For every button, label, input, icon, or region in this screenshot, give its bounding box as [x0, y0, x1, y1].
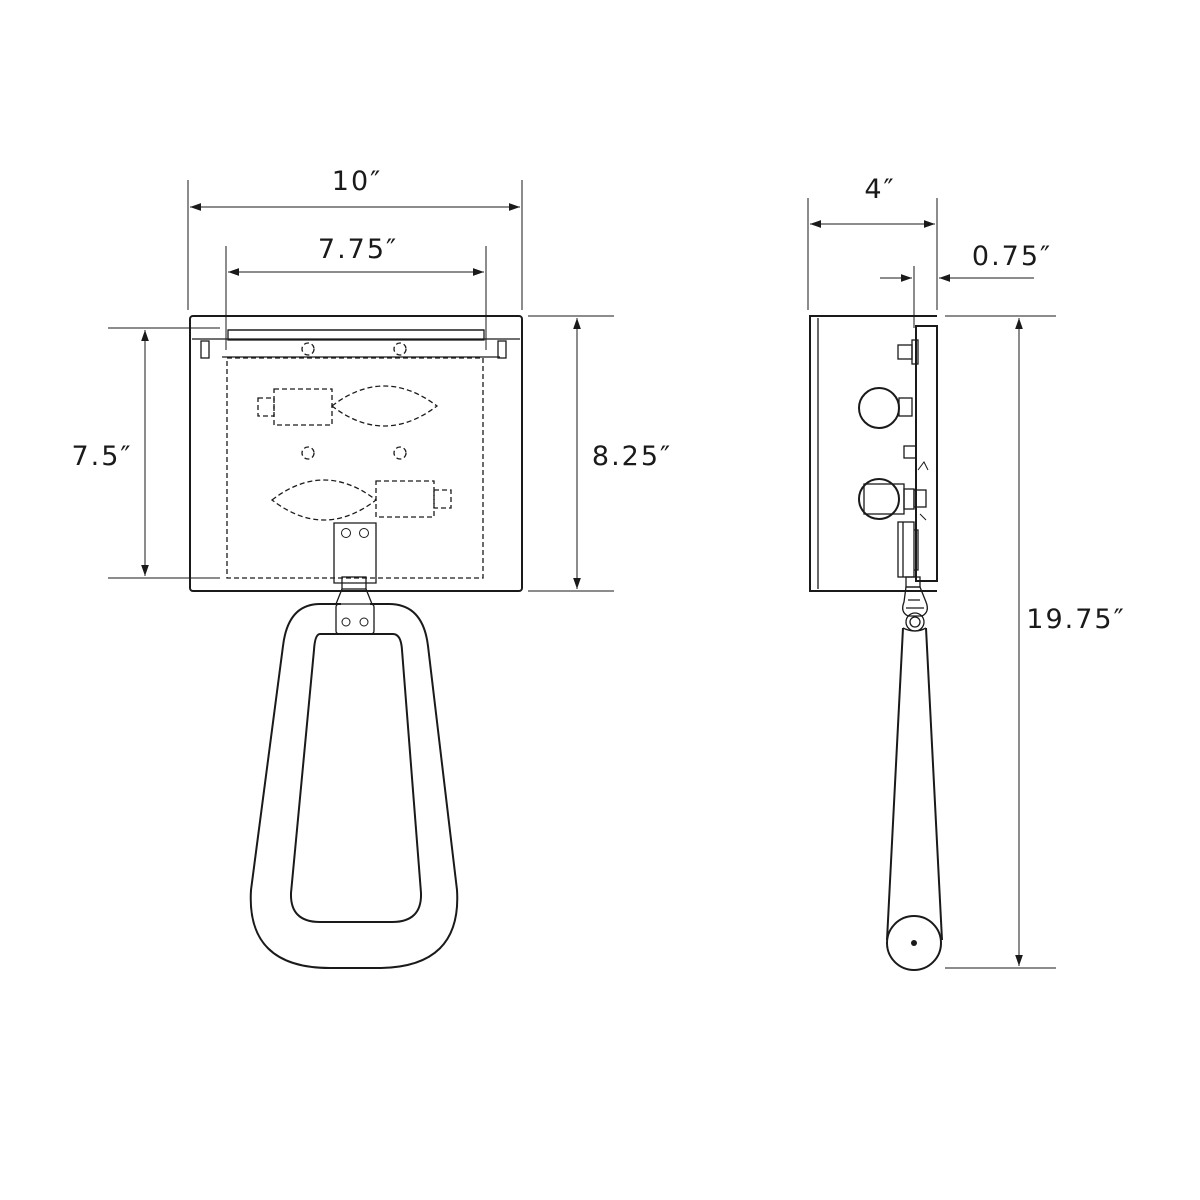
hinge-bracket — [333, 522, 377, 635]
dim-side-depth: 4″ — [864, 174, 895, 205]
dim-front-inner-width: 7.75″ — [318, 234, 398, 265]
dim-front-inner-height: 7.5″ — [71, 441, 132, 472]
dim-front-overall-width: 10″ — [332, 166, 382, 197]
upper-bulb — [257, 385, 439, 427]
dim-side-overall-height: 19.75″ — [1026, 604, 1125, 635]
dim-side-plate-thickness: 0.75″ — [972, 241, 1052, 272]
front-grab-ring — [249, 603, 459, 969]
side-wall-plate — [915, 325, 938, 582]
inner-outline — [226, 357, 484, 579]
lower-bulb — [270, 479, 452, 521]
front-plate — [189, 315, 523, 592]
side-grab-ring — [886, 627, 943, 971]
side-view: 4″ 0.75″ 19.75″ — [807, 174, 1125, 971]
front-view: 10″ 7.75″ 7.5″ 8.25″ — [71, 166, 672, 969]
dim-front-overall-height: 8.25″ — [592, 441, 672, 472]
